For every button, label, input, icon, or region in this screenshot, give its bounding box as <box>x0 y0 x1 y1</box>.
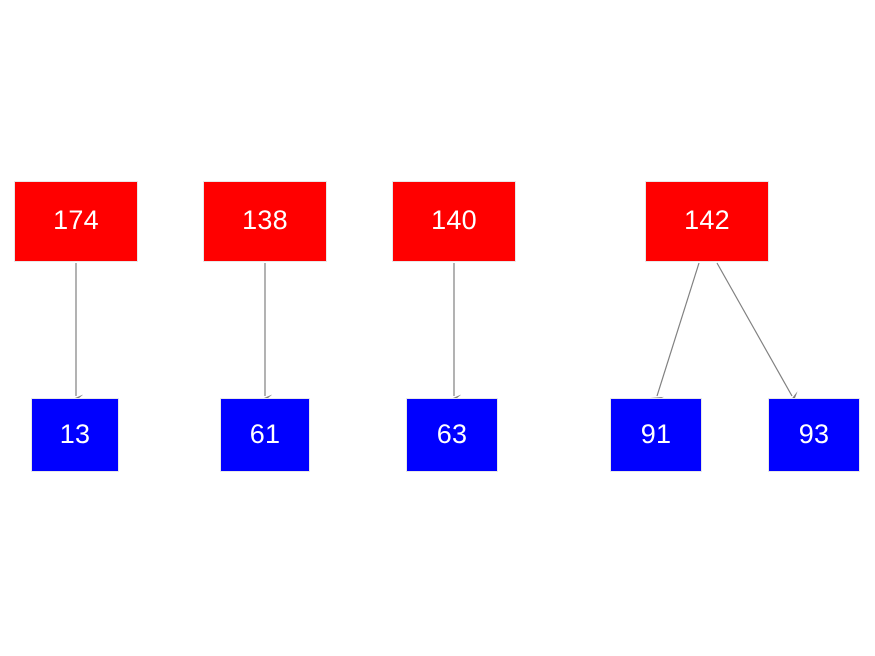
graph-node-63[interactable]: 63 <box>406 398 498 472</box>
graph-edge-n142-to-n93 <box>716 262 804 404</box>
graph-node-140[interactable]: 140 <box>392 181 516 262</box>
node-label: 93 <box>798 418 830 449</box>
node-label: 140 <box>431 205 477 235</box>
node-label: 138 <box>242 205 288 235</box>
graph-edge-n142-to-n91 <box>648 262 700 409</box>
edges-group <box>68 262 804 409</box>
graph-node-91[interactable]: 91 <box>610 398 702 472</box>
graph-node-61[interactable]: 61 <box>220 398 310 472</box>
node-label: 63 <box>436 418 468 449</box>
node-label: 13 <box>59 418 91 449</box>
node-label: 174 <box>53 205 99 235</box>
graph-node-138[interactable]: 138 <box>203 181 327 262</box>
graph-node-13[interactable]: 13 <box>31 398 119 472</box>
node-label: 91 <box>640 418 672 449</box>
node-label: 61 <box>249 418 281 449</box>
graph-node-174[interactable]: 174 <box>14 181 138 262</box>
graph-node-142[interactable]: 142 <box>645 181 769 262</box>
node-label: 142 <box>684 205 730 235</box>
graph-node-93[interactable]: 93 <box>768 398 860 472</box>
